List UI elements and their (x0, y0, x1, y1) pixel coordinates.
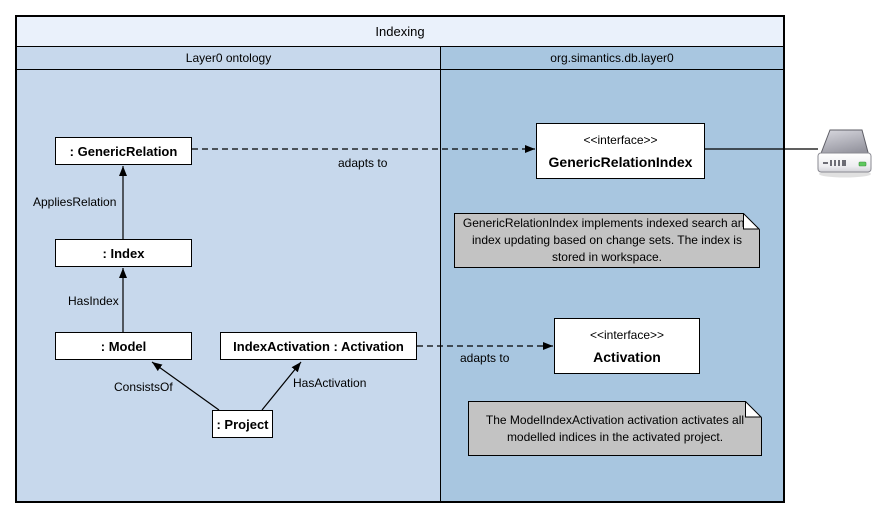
node-index: : Index (55, 239, 192, 267)
node-generic-relation-index: <<interface>> GenericRelationIndex (536, 123, 705, 179)
note-text: GenericRelationIndex implements indexed … (462, 216, 752, 264)
node-index-activation: IndexActivation : Activation (220, 332, 417, 360)
edge-label-has-activation: HasActivation (293, 376, 367, 390)
column-headers: Layer0 ontology org.simantics.db.layer0 (17, 47, 783, 70)
edge-label-has-index: HasIndex (68, 294, 119, 308)
edge-label-adapts-to-top: adapts to (338, 156, 388, 170)
interface-name: GenericRelationIndex (548, 153, 693, 170)
column-header-layer0-ontology: Layer0 ontology (17, 47, 441, 69)
note-fold-corner-icon (745, 401, 762, 418)
note-generic-relation-index: GenericRelationIndex implements indexed … (454, 213, 760, 268)
column-header-org-simantics-db-layer0: org.simantics.db.layer0 (441, 47, 783, 69)
note-text: The ModelIndexActivation activation acti… (485, 412, 745, 444)
frame-title: Indexing (375, 24, 425, 39)
node-generic-relation: : GenericRelation (55, 137, 192, 165)
interface-name: Activation (593, 348, 661, 365)
disk-led-light (858, 161, 867, 167)
note-fold-corner-icon (743, 213, 760, 230)
disk-label-marks (823, 160, 846, 166)
node-activation: <<interface>> Activation (554, 318, 700, 374)
interface-stereotype: <<interface>> (583, 132, 658, 147)
frame-title-band: Indexing (17, 17, 783, 47)
interface-stereotype: <<interface>> (589, 327, 665, 342)
edge-label-consists-of: ConsistsOf (114, 380, 173, 394)
edge-label-adapts-to-bottom: adapts to (460, 351, 510, 365)
node-model: : Model (55, 332, 192, 360)
hard-disk-icon (817, 129, 872, 178)
node-project: : Project (212, 410, 273, 438)
note-model-index-activation: The ModelIndexActivation activation acti… (468, 401, 762, 456)
edge-label-applies-relation: AppliesRelation (33, 195, 117, 209)
